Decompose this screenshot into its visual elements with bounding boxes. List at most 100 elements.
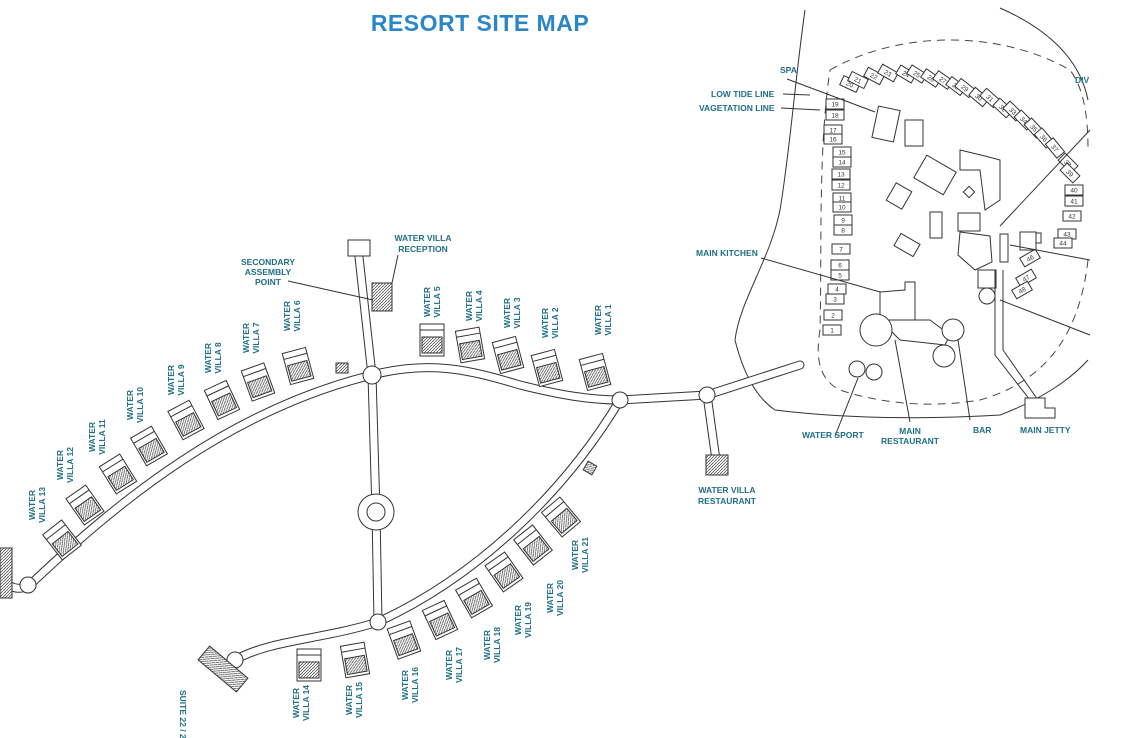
water-villa-label-line2: VILLA 20 [555,580,565,616]
restaurant-pavilion [941,318,965,342]
water-villa-7-building[interactable] [240,362,276,402]
water-villa-label-line2: VILLA 8 [213,342,223,374]
restaurant-pavilion [932,344,956,368]
label-vegetation-line: VAGETATION LINE [699,103,775,113]
island-villa-number: 42 [1068,214,1076,221]
water-villa-13-building[interactable] [41,519,83,561]
water-villa-label-line1: WATER [400,670,410,700]
water-villa-label-line1: WATER [502,298,512,328]
water-villa-4-building[interactable] [454,326,486,364]
island-villa-3[interactable]: 3 [825,293,845,305]
water-villa-5-building[interactable] [419,323,445,357]
water-villa-18-building[interactable] [454,577,494,619]
water-villa-label-line2: VILLA 9 [176,364,186,396]
water-villa-label-line1: WATER [291,688,301,718]
island-villa-39[interactable]: 39 [1059,162,1081,184]
island-villa-number: 26 [925,74,935,84]
island-villa-7[interactable]: 7 [831,243,851,255]
island-villa-13[interactable]: 13 [831,168,851,180]
island-villa-2[interactable]: 2 [823,309,843,321]
water-villa-17-building[interactable] [421,599,459,641]
water-villa-label-line2: VILLA 4 [474,290,484,322]
water-villa-8-building[interactable] [203,379,241,421]
map-labels: SPA LOW TIDE LINE VAGETATION LINE DIV MA… [178,65,1090,738]
water-villa-11-building[interactable] [98,453,138,495]
water-villa-3-building[interactable] [491,335,525,375]
island-villa-number: 1 [830,328,834,335]
island-villa-number: 17 [829,128,837,135]
island-villa-number: 9 [841,218,845,225]
island-villa-4[interactable]: 4 [827,283,847,295]
building [913,154,957,196]
island-villa-number: 48 [1018,286,1028,296]
water-villa-label-line1: WATER [545,583,555,613]
island-villa-1[interactable]: 1 [822,324,842,336]
island-villa-37[interactable]: 37 [1044,137,1066,159]
water-villa-6-building[interactable] [281,346,315,386]
water-villa-12-building[interactable] [65,484,105,526]
junction [698,386,716,404]
island-villa-number: 14 [838,160,846,167]
island-villa-number: 18 [831,113,839,120]
island-villa-10[interactable]: 10 [832,201,852,213]
label-water-villa-restaurant: WATER VILLA [699,485,756,495]
island-villa-18[interactable]: 18 [825,109,845,121]
island-villa-8[interactable]: 8 [833,224,853,236]
water-villa-10-building[interactable] [129,425,169,467]
label-water-villa-reception: RECEPTION [398,244,448,254]
water-villa-restaurant-building [705,454,729,476]
island-villa-40[interactable]: 40 [1064,184,1084,196]
island-villa-number: 25 [912,70,922,80]
island-villa-15[interactable]: 15 [832,146,852,158]
island-villa-46[interactable]: 46 [1019,248,1041,268]
water-villa-16-building[interactable] [386,620,422,660]
island-villa-16[interactable]: 16 [823,133,843,145]
water-villa-label-line1: WATER [282,301,292,331]
water-villa-20-building[interactable] [512,524,554,566]
label-bar: BAR [973,425,991,435]
island-villa-5[interactable]: 5 [830,269,850,281]
island-villa-48[interactable]: 48 [1011,280,1033,300]
label-secondary-assembly-point: ASSEMBLY [245,267,292,277]
island-villa-41[interactable]: 41 [1064,195,1084,207]
water-villa-21-building[interactable] [540,496,582,538]
water-villa-9-building[interactable] [167,399,205,441]
island-villa-6[interactable]: 6 [830,259,850,271]
island-villa-23[interactable]: 23 [877,63,899,83]
water-villa-label-line2: VILLA 5 [432,286,442,318]
island-villa-21[interactable]: 21 [847,70,869,90]
island-villa-number: 11 [839,196,846,203]
water-villa-15-building[interactable] [339,641,371,679]
vegetation-line [817,39,1089,405]
island-villa-number: 47 [1022,274,1032,284]
island-villa-number: 20 [845,80,855,90]
island-villa-19[interactable]: 19 [825,98,845,110]
water-villa-label-line1: WATER [241,323,251,353]
island-villa-14[interactable]: 14 [832,156,852,168]
label-low-tide-line: LOW TIDE LINE [711,89,775,99]
island-villa-9[interactable]: 9 [833,214,853,226]
label-main-kitchen: MAIN KITCHEN [696,248,758,258]
water-villa-19-building[interactable] [484,551,524,593]
island-villa-12[interactable]: 12 [831,179,851,191]
island-villa-number: 40 [1070,188,1078,195]
island-villa-44[interactable]: 44 [1053,237,1073,249]
water-villa-14-building[interactable] [296,648,322,682]
island-villa-42[interactable]: 42 [1062,210,1082,222]
label-dive: DIV [1075,75,1090,85]
island-villa-22[interactable]: 22 [863,66,885,86]
water-villa-2-building[interactable] [530,348,564,388]
junction [369,613,387,631]
building [904,119,924,147]
main-jetty-head [1024,397,1056,419]
water-villa-1-building[interactable] [578,352,612,392]
island-villa-number: 3 [833,297,837,304]
water-villa-label-line2: VILLA 14 [301,685,311,721]
